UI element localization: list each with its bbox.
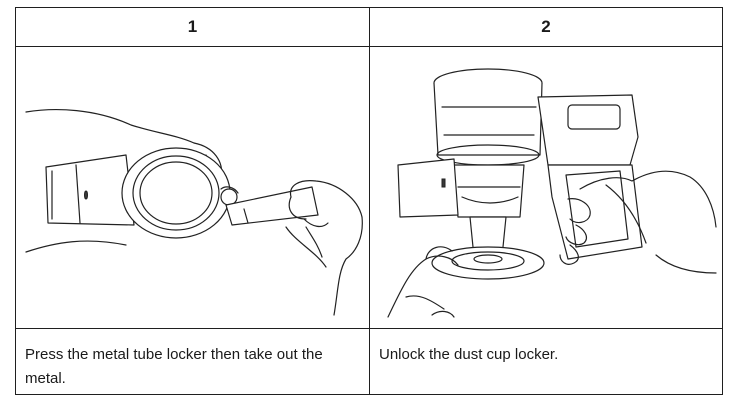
step-1-illustration [16, 47, 369, 327]
step-2-caption: Unlock the dust cup locker. [379, 346, 559, 363]
step-number-1: 1 [187, 17, 198, 36]
dust-cup-unlock-illustration-icon [387, 68, 717, 318]
vacuum-tube-release-illustration-icon [25, 109, 363, 316]
step-1-caption: Press the metal tube locker then take ou… [25, 346, 323, 387]
step-number-2: 2 [541, 17, 551, 36]
column-divider [369, 8, 370, 394]
header-divider [16, 46, 722, 47]
step-2-illustration [370, 47, 722, 327]
instruction-table: 1 2 [15, 7, 723, 395]
caption-divider [16, 328, 722, 329]
